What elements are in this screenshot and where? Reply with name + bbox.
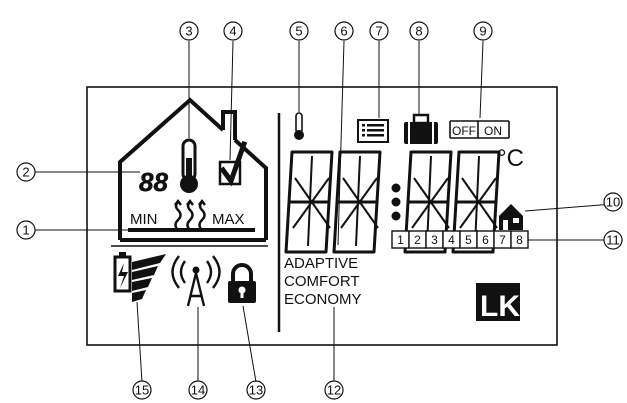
- max-label: MAX: [212, 211, 245, 228]
- day-number: 6: [482, 233, 489, 247]
- day-number: 4: [448, 233, 455, 247]
- lk-logo-text: LK: [480, 290, 520, 323]
- day-number: 2: [414, 233, 421, 247]
- callout-number: 12: [327, 383, 341, 398]
- callout-circle: [188, 380, 208, 400]
- callout-circle: [179, 21, 199, 41]
- checkbox-icon: [218, 140, 248, 187]
- signal-strength-icon: [132, 254, 166, 302]
- day-number: 3: [431, 233, 438, 247]
- callout-number: 4: [229, 24, 236, 39]
- antenna-icon: [171, 255, 221, 307]
- callout-number: 9: [479, 24, 486, 39]
- off-on-indicator: OFF ON: [449, 120, 510, 139]
- callout-number: 11: [606, 233, 620, 248]
- callout-lines: [35, 40, 614, 383]
- small-thermometer-icon: [294, 112, 304, 140]
- day-number: 7: [499, 233, 506, 247]
- lk-logo: LK: [476, 283, 520, 323]
- callout-number: 8: [415, 24, 422, 39]
- on-label: ON: [484, 124, 502, 138]
- heat-waves-icon: [174, 199, 206, 231]
- callout-circle: [16, 220, 36, 240]
- min-max-bar: [128, 228, 255, 232]
- callout-number: 5: [295, 24, 302, 39]
- house-icon: [118, 97, 268, 242]
- callout-circle: [603, 192, 623, 212]
- callout-number: 7: [375, 24, 382, 39]
- callout-number: 6: [340, 24, 347, 39]
- day-number: 5: [465, 233, 472, 247]
- callout-circle: [409, 21, 429, 41]
- min-label: MIN: [130, 211, 158, 228]
- callout-circle: [132, 380, 152, 400]
- battery-icon: [113, 252, 132, 293]
- callout-circle: [246, 380, 266, 400]
- callout-circle: [369, 21, 389, 41]
- callout-circle: [334, 21, 354, 41]
- day-number: 8: [516, 233, 523, 247]
- list-icon: [357, 119, 389, 143]
- day-number: 1: [397, 233, 404, 247]
- callout-circle: [473, 21, 493, 41]
- callout-number: 10: [606, 195, 620, 210]
- mode-economy: ECONOMY: [284, 291, 362, 308]
- callout-number: 1: [22, 223, 29, 238]
- celsius-unit: °C: [497, 145, 524, 172]
- callout-circle: [603, 230, 623, 250]
- small-house-icon: [499, 204, 523, 230]
- callout-circle: [324, 380, 344, 400]
- house-digits: 88: [139, 167, 168, 197]
- callout-number: 15: [135, 383, 149, 398]
- callout-circle: [289, 21, 309, 41]
- mode-adaptive: ADAPTIVE: [284, 255, 358, 272]
- lcd-frame: [86, 86, 558, 346]
- suitcase-icon: [404, 113, 438, 144]
- house-thermometer-icon: [180, 138, 198, 193]
- lock-icon: [228, 263, 256, 303]
- off-label: OFF: [452, 124, 476, 138]
- callout-circle: [16, 162, 36, 182]
- callout-number: 13: [249, 383, 263, 398]
- mode-comfort: COMFORT: [284, 273, 360, 290]
- callout-number: 2: [22, 165, 29, 180]
- callout-number: 3: [185, 24, 192, 39]
- callout-circle: [223, 21, 243, 41]
- callout-number: 14: [191, 383, 205, 398]
- clock-colon: [391, 183, 401, 221]
